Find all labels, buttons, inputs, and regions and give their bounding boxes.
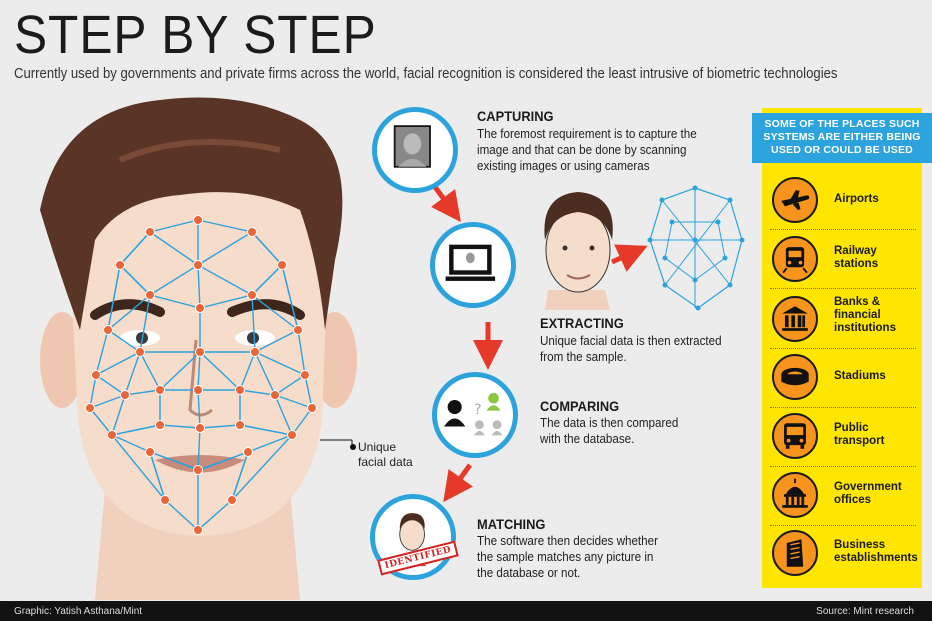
footer-bar: Graphic: Yatish Asthana/Mint Source: Min… (0, 601, 932, 621)
graphic-credit: Graphic: Yatish Asthana/Mint (14, 606, 143, 617)
step-capturing-title: CAPTURING (477, 108, 554, 124)
source-note: Source: Mint research (816, 606, 914, 617)
place-label: Government offices (834, 481, 902, 506)
bus-icon (772, 413, 818, 459)
panel-divider (770, 525, 916, 526)
comparing-circle: ? (432, 372, 518, 458)
monitor-circle (430, 222, 516, 308)
face-label-line2: facial data (358, 455, 413, 469)
face-label-pointer (350, 444, 356, 450)
bank-icon (772, 296, 818, 342)
place-item-government: Government offices (772, 472, 922, 522)
capturing-circle (372, 107, 458, 193)
place-item-airports: Airports (772, 177, 922, 227)
place-item-railway: Railway stations (772, 236, 922, 286)
step-extracting-title: EXTRACTING (540, 315, 624, 331)
office-tower-icon (772, 530, 818, 576)
step-comparing-text: The data is then compared with the datab… (540, 416, 679, 446)
face-label: Unique facial data (358, 440, 413, 470)
place-label: Banks & financial institutions (834, 296, 896, 334)
page-subtitle: Currently used by governments and privat… (14, 66, 838, 82)
places-panel-heading: SOME OF THE PLACES SUCH SYSTEMS ARE EITH… (752, 113, 932, 163)
extracting-face-graphic (544, 192, 613, 310)
panel-divider (770, 407, 916, 408)
database-faces-icon: ? (444, 392, 503, 436)
panel-divider (770, 348, 916, 349)
dome-building-icon (772, 472, 818, 518)
place-label: Business establishments (834, 539, 918, 564)
place-label: Public transport (834, 422, 885, 447)
place-item-business: Business establishments (772, 530, 922, 580)
svg-text:?: ? (474, 402, 482, 418)
step-comparing-title: COMPARING (540, 398, 620, 414)
airplane-icon (772, 177, 818, 223)
stadium-icon (772, 354, 818, 400)
step-extracting-text: Unique facial data is then extracted fro… (540, 334, 722, 364)
place-item-stadiums: Stadiums (772, 354, 922, 404)
panel-divider (770, 288, 916, 289)
face-mesh-illustration (40, 97, 357, 600)
face-label-line1: Unique (358, 440, 397, 454)
place-item-public-transport: Public transport (772, 413, 922, 463)
photo-frame-icon (393, 125, 431, 168)
place-label: Airports (834, 193, 879, 205)
place-label: Stadiums (834, 370, 886, 382)
step-capturing-text: The foremost requirement is to capture t… (477, 127, 697, 173)
step-matching-text: The software then decides whether the sa… (477, 534, 658, 580)
page-title: STEP BY STEP (14, 5, 377, 65)
step-matching-title: MATCHING (477, 516, 546, 532)
extracting-mesh-graphic (647, 185, 745, 311)
panel-divider (770, 229, 916, 230)
place-item-banks: Banks & financial institutions (772, 296, 922, 346)
place-label: Railway stations (834, 245, 879, 270)
monitor-icon (445, 244, 496, 281)
panel-divider (770, 466, 916, 467)
train-icon (772, 236, 818, 282)
